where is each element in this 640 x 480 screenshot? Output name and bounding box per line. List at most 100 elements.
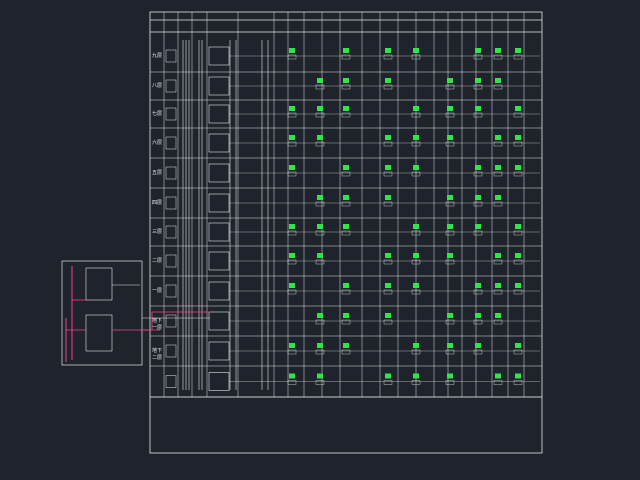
device-box [445, 201, 455, 207]
device-box [513, 141, 523, 147]
device-symbol [475, 78, 481, 83]
device-box [445, 349, 455, 355]
device-symbol [447, 195, 453, 200]
device-box [341, 112, 351, 118]
floor-panel [165, 79, 177, 93]
device-symbol [447, 78, 453, 83]
device-box [493, 84, 503, 90]
device-box [383, 380, 393, 385]
control-cabinet-detail [61, 260, 210, 366]
device-box [513, 349, 523, 355]
distribution-box [208, 222, 230, 242]
distribution-box [208, 341, 230, 361]
floor-panel [165, 254, 177, 268]
device-box [493, 201, 503, 207]
device-box [341, 171, 351, 177]
device-symbol [515, 48, 521, 53]
device-box [445, 84, 455, 90]
device-box [513, 230, 523, 236]
device-box [445, 319, 455, 325]
device-box [341, 84, 351, 90]
device-box [445, 112, 455, 118]
device-symbol [343, 343, 349, 348]
device-symbol [515, 106, 521, 111]
device-box [473, 112, 483, 118]
device-box [513, 54, 523, 60]
device-symbol [385, 135, 391, 140]
device-box [287, 230, 297, 236]
floor-label: 八层 [151, 83, 162, 89]
device-symbol [475, 165, 481, 170]
device-symbol [385, 195, 391, 200]
device-box [493, 54, 503, 60]
distribution-box [208, 163, 230, 183]
device-box [411, 289, 421, 295]
device-symbol [447, 135, 453, 140]
device-box [383, 289, 393, 295]
device-symbol [289, 165, 295, 170]
device-box [383, 54, 393, 60]
device-symbol [413, 343, 419, 348]
device-box [493, 141, 503, 147]
device-symbol [495, 135, 501, 140]
distribution-box [208, 76, 230, 96]
device-box [315, 141, 325, 147]
device-box [383, 141, 393, 147]
device-symbol [289, 48, 295, 53]
floor-panel [165, 375, 177, 388]
distribution-box [208, 372, 230, 391]
device-symbol [413, 135, 419, 140]
floor-panel [165, 136, 177, 150]
device-box [473, 319, 483, 325]
device-box [341, 201, 351, 207]
device-symbol [317, 343, 323, 348]
device-box [341, 319, 351, 325]
device-symbol [385, 78, 391, 83]
device-box [493, 289, 503, 295]
device-box [341, 349, 351, 355]
device-box [315, 201, 325, 207]
device-box [383, 171, 393, 177]
device-symbol [475, 224, 481, 229]
device-box [287, 259, 297, 265]
device-box [315, 259, 325, 265]
device-symbol [495, 48, 501, 53]
field-devices [287, 48, 523, 385]
device-symbol [289, 224, 295, 229]
device-box [315, 230, 325, 236]
device-box [493, 319, 503, 325]
device-symbol [289, 135, 295, 140]
distribution-box [208, 193, 230, 213]
device-symbol [413, 48, 419, 53]
floor-panel [165, 284, 177, 298]
device-symbol [317, 106, 323, 111]
floor-panel [165, 49, 177, 63]
device-box [445, 380, 455, 385]
panel-boxes [165, 46, 540, 391]
device-box [493, 380, 503, 385]
device-symbol [343, 283, 349, 288]
device-symbol [475, 313, 481, 318]
floor-label: 七层 [151, 111, 162, 117]
device-box [411, 259, 421, 265]
device-box [513, 171, 523, 177]
device-box [445, 141, 455, 147]
device-box [287, 112, 297, 118]
device-symbol [475, 343, 481, 348]
device-box [513, 112, 523, 118]
device-box [513, 289, 523, 295]
device-symbol [317, 78, 323, 83]
device-symbol [317, 373, 323, 379]
device-box [341, 54, 351, 60]
device-box [341, 289, 351, 295]
device-symbol [475, 283, 481, 288]
device-box [493, 259, 503, 265]
device-symbol [495, 373, 501, 379]
device-box [341, 230, 351, 236]
device-box [287, 141, 297, 147]
device-symbol [447, 343, 453, 348]
device-symbol [475, 48, 481, 53]
device-box [287, 380, 297, 385]
floor-label: 三层 [151, 229, 162, 235]
device-symbol [317, 224, 323, 229]
